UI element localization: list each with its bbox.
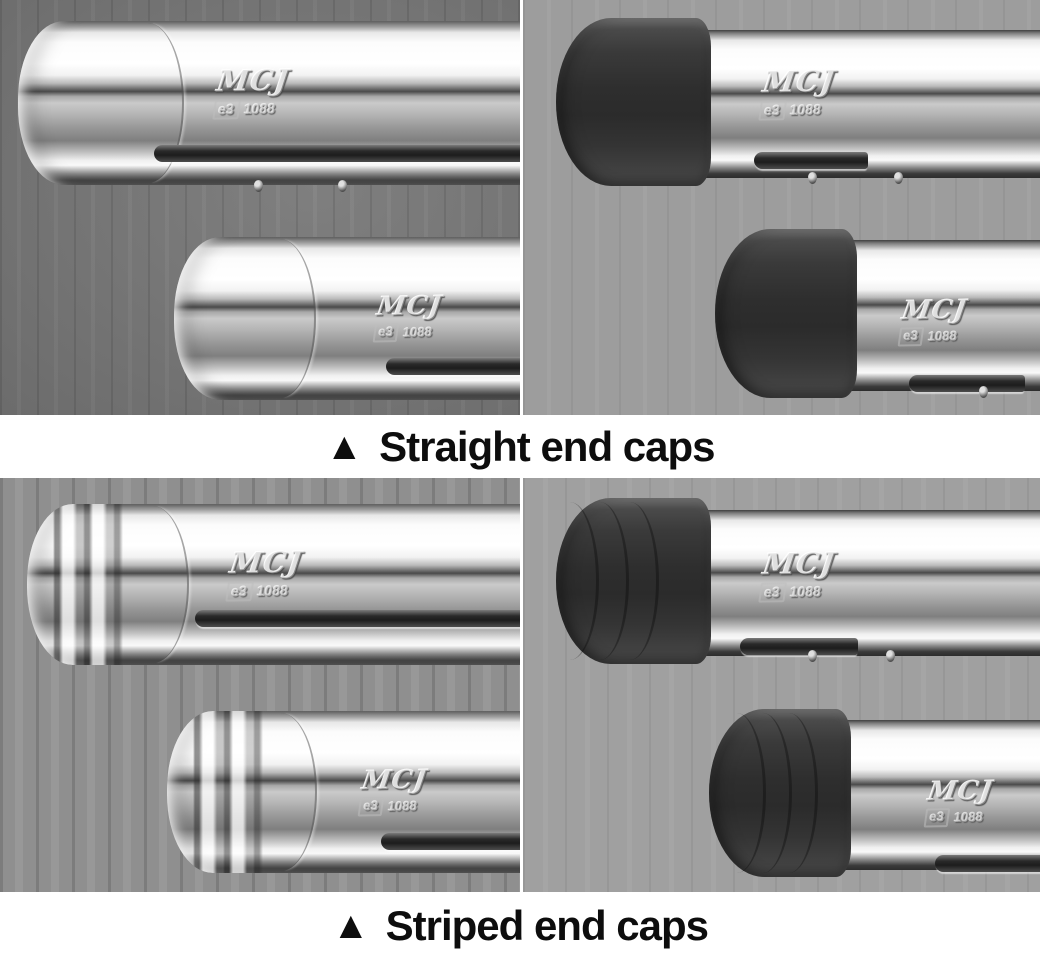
cap-seam bbox=[148, 23, 184, 183]
e-number: 1088 bbox=[953, 809, 985, 826]
cap-seam bbox=[280, 239, 316, 398]
muffler-lower: MCJ e3 1088 bbox=[174, 237, 520, 400]
homologation-stamp: e3 1088 bbox=[225, 580, 300, 602]
brand-engraving: MCJ bbox=[761, 64, 839, 100]
photo-row-straight: MCJ e3 1088 MCJ e3 1088 bbox=[0, 0, 1040, 415]
e-mark: e3 bbox=[225, 581, 254, 602]
water-droplet bbox=[808, 650, 817, 662]
e-mark: e3 bbox=[212, 99, 241, 120]
muffler-body bbox=[835, 240, 1040, 391]
caption-label: Striped end caps bbox=[385, 902, 709, 949]
end-cap-black-straight bbox=[556, 18, 711, 186]
adjuster-slot bbox=[740, 638, 858, 655]
engraving: MCJ e3 1088 bbox=[897, 295, 970, 347]
e-number: 1088 bbox=[927, 328, 959, 345]
engraving: MCJ e3 1088 bbox=[758, 546, 839, 603]
e-number: 1088 bbox=[256, 582, 290, 600]
panel-divider bbox=[520, 0, 523, 415]
adjuster-slot bbox=[381, 833, 520, 850]
cap-seam bbox=[153, 506, 189, 663]
homologation-stamp: e3 1088 bbox=[372, 322, 441, 343]
homologation-stamp: e3 1088 bbox=[212, 98, 287, 120]
adjuster-slot bbox=[935, 855, 1040, 872]
brand-engraving: MCJ bbox=[375, 291, 445, 323]
brand-engraving: MCJ bbox=[926, 776, 996, 808]
muffler-upper: MCJ e3 1088 bbox=[556, 498, 1040, 664]
caption-label: Straight end caps bbox=[379, 422, 715, 470]
caption-striped-end-caps: ▲ Striped end caps bbox=[0, 892, 1040, 960]
e-mark: e3 bbox=[758, 100, 787, 121]
cap-ribs bbox=[167, 711, 292, 873]
muffler-body bbox=[684, 510, 1040, 656]
e-number: 1088 bbox=[402, 324, 434, 341]
adjuster-slot bbox=[154, 145, 520, 162]
cap-seam bbox=[281, 713, 317, 871]
water-droplet bbox=[979, 386, 988, 398]
cap-groove bbox=[570, 502, 599, 660]
muffler-body bbox=[833, 720, 1040, 870]
e-mark: e3 bbox=[357, 797, 385, 817]
homologation-stamp: e3 1088 bbox=[758, 581, 833, 603]
engraving: MCJ e3 1088 bbox=[225, 545, 306, 602]
photo-striped-chrome-caps: MCJ e3 1088 MCJ e3 1088 bbox=[0, 478, 520, 892]
adjuster-slot bbox=[195, 610, 520, 627]
panel-divider bbox=[520, 478, 523, 892]
up-triangle-marker: ▲ bbox=[325, 425, 364, 468]
engraving: MCJ e3 1088 bbox=[372, 291, 445, 343]
photo-striped-black-caps: MCJ e3 1088 MCJ bbox=[523, 478, 1040, 892]
muffler-upper: MCJ e3 1088 bbox=[556, 18, 1040, 186]
e-mark: e3 bbox=[897, 327, 925, 347]
water-droplet bbox=[338, 180, 347, 192]
brand-engraving: MCJ bbox=[360, 765, 430, 797]
muffler-lower: MCJ e3 1088 bbox=[709, 709, 1040, 877]
e-number: 1088 bbox=[789, 583, 823, 601]
engraving: MCJ e3 1088 bbox=[357, 765, 430, 817]
brand-engraving: MCJ bbox=[228, 545, 306, 581]
water-droplet bbox=[254, 180, 263, 192]
muffler-upper: MCJ e3 1088 bbox=[27, 504, 520, 665]
cap-groove bbox=[737, 713, 766, 873]
cap-groove bbox=[630, 502, 659, 660]
e-mark: e3 bbox=[758, 582, 787, 603]
e-number: 1088 bbox=[387, 798, 419, 815]
water-droplet bbox=[808, 172, 817, 184]
water-droplet bbox=[894, 172, 903, 184]
cap-groove bbox=[789, 713, 818, 873]
end-cap-black-striped bbox=[556, 498, 711, 664]
brand-engraving: MCJ bbox=[900, 295, 970, 327]
water-droplet bbox=[886, 650, 895, 662]
caption-straight-end-caps: ▲ Straight end caps bbox=[0, 415, 1040, 478]
muffler-upper: MCJ e3 1088 bbox=[18, 21, 520, 192]
brand-engraving: MCJ bbox=[761, 546, 839, 582]
e-number: 1088 bbox=[789, 101, 823, 119]
homologation-stamp: e3 1088 bbox=[357, 796, 426, 817]
photo-row-striped: MCJ e3 1088 MCJ e3 1088 bbox=[0, 478, 1040, 892]
homologation-stamp: e3 1088 bbox=[923, 807, 992, 828]
e-number: 1088 bbox=[243, 100, 277, 118]
end-cap-black-straight bbox=[715, 229, 857, 398]
muffler-lower: MCJ e3 1088 bbox=[715, 229, 1040, 398]
engraving: MCJ e3 1088 bbox=[212, 63, 293, 120]
engraving: MCJ e3 1088 bbox=[758, 64, 839, 121]
cap-ribs bbox=[27, 504, 159, 665]
end-cap-black-striped bbox=[709, 709, 851, 877]
muffler-lower: MCJ e3 1088 bbox=[167, 711, 520, 873]
adjuster-slot bbox=[754, 152, 868, 169]
homologation-stamp: e3 1088 bbox=[758, 99, 833, 121]
photo-straight-black-caps: MCJ e3 1088 MCJ e3 1088 bbox=[523, 0, 1040, 415]
cap-groove bbox=[600, 502, 629, 660]
brand-engraving: MCJ bbox=[215, 63, 293, 99]
up-triangle-marker: ▲ bbox=[331, 905, 370, 947]
photo-straight-chrome-caps: MCJ e3 1088 MCJ e3 1088 bbox=[0, 0, 520, 415]
cap-groove bbox=[763, 713, 792, 873]
e-mark: e3 bbox=[923, 808, 951, 828]
e-mark: e3 bbox=[372, 323, 400, 343]
adjuster-slot bbox=[909, 375, 1025, 392]
adjuster-slot bbox=[386, 358, 520, 375]
engraving: MCJ e3 1088 bbox=[923, 776, 996, 828]
homologation-stamp: e3 1088 bbox=[897, 326, 966, 347]
